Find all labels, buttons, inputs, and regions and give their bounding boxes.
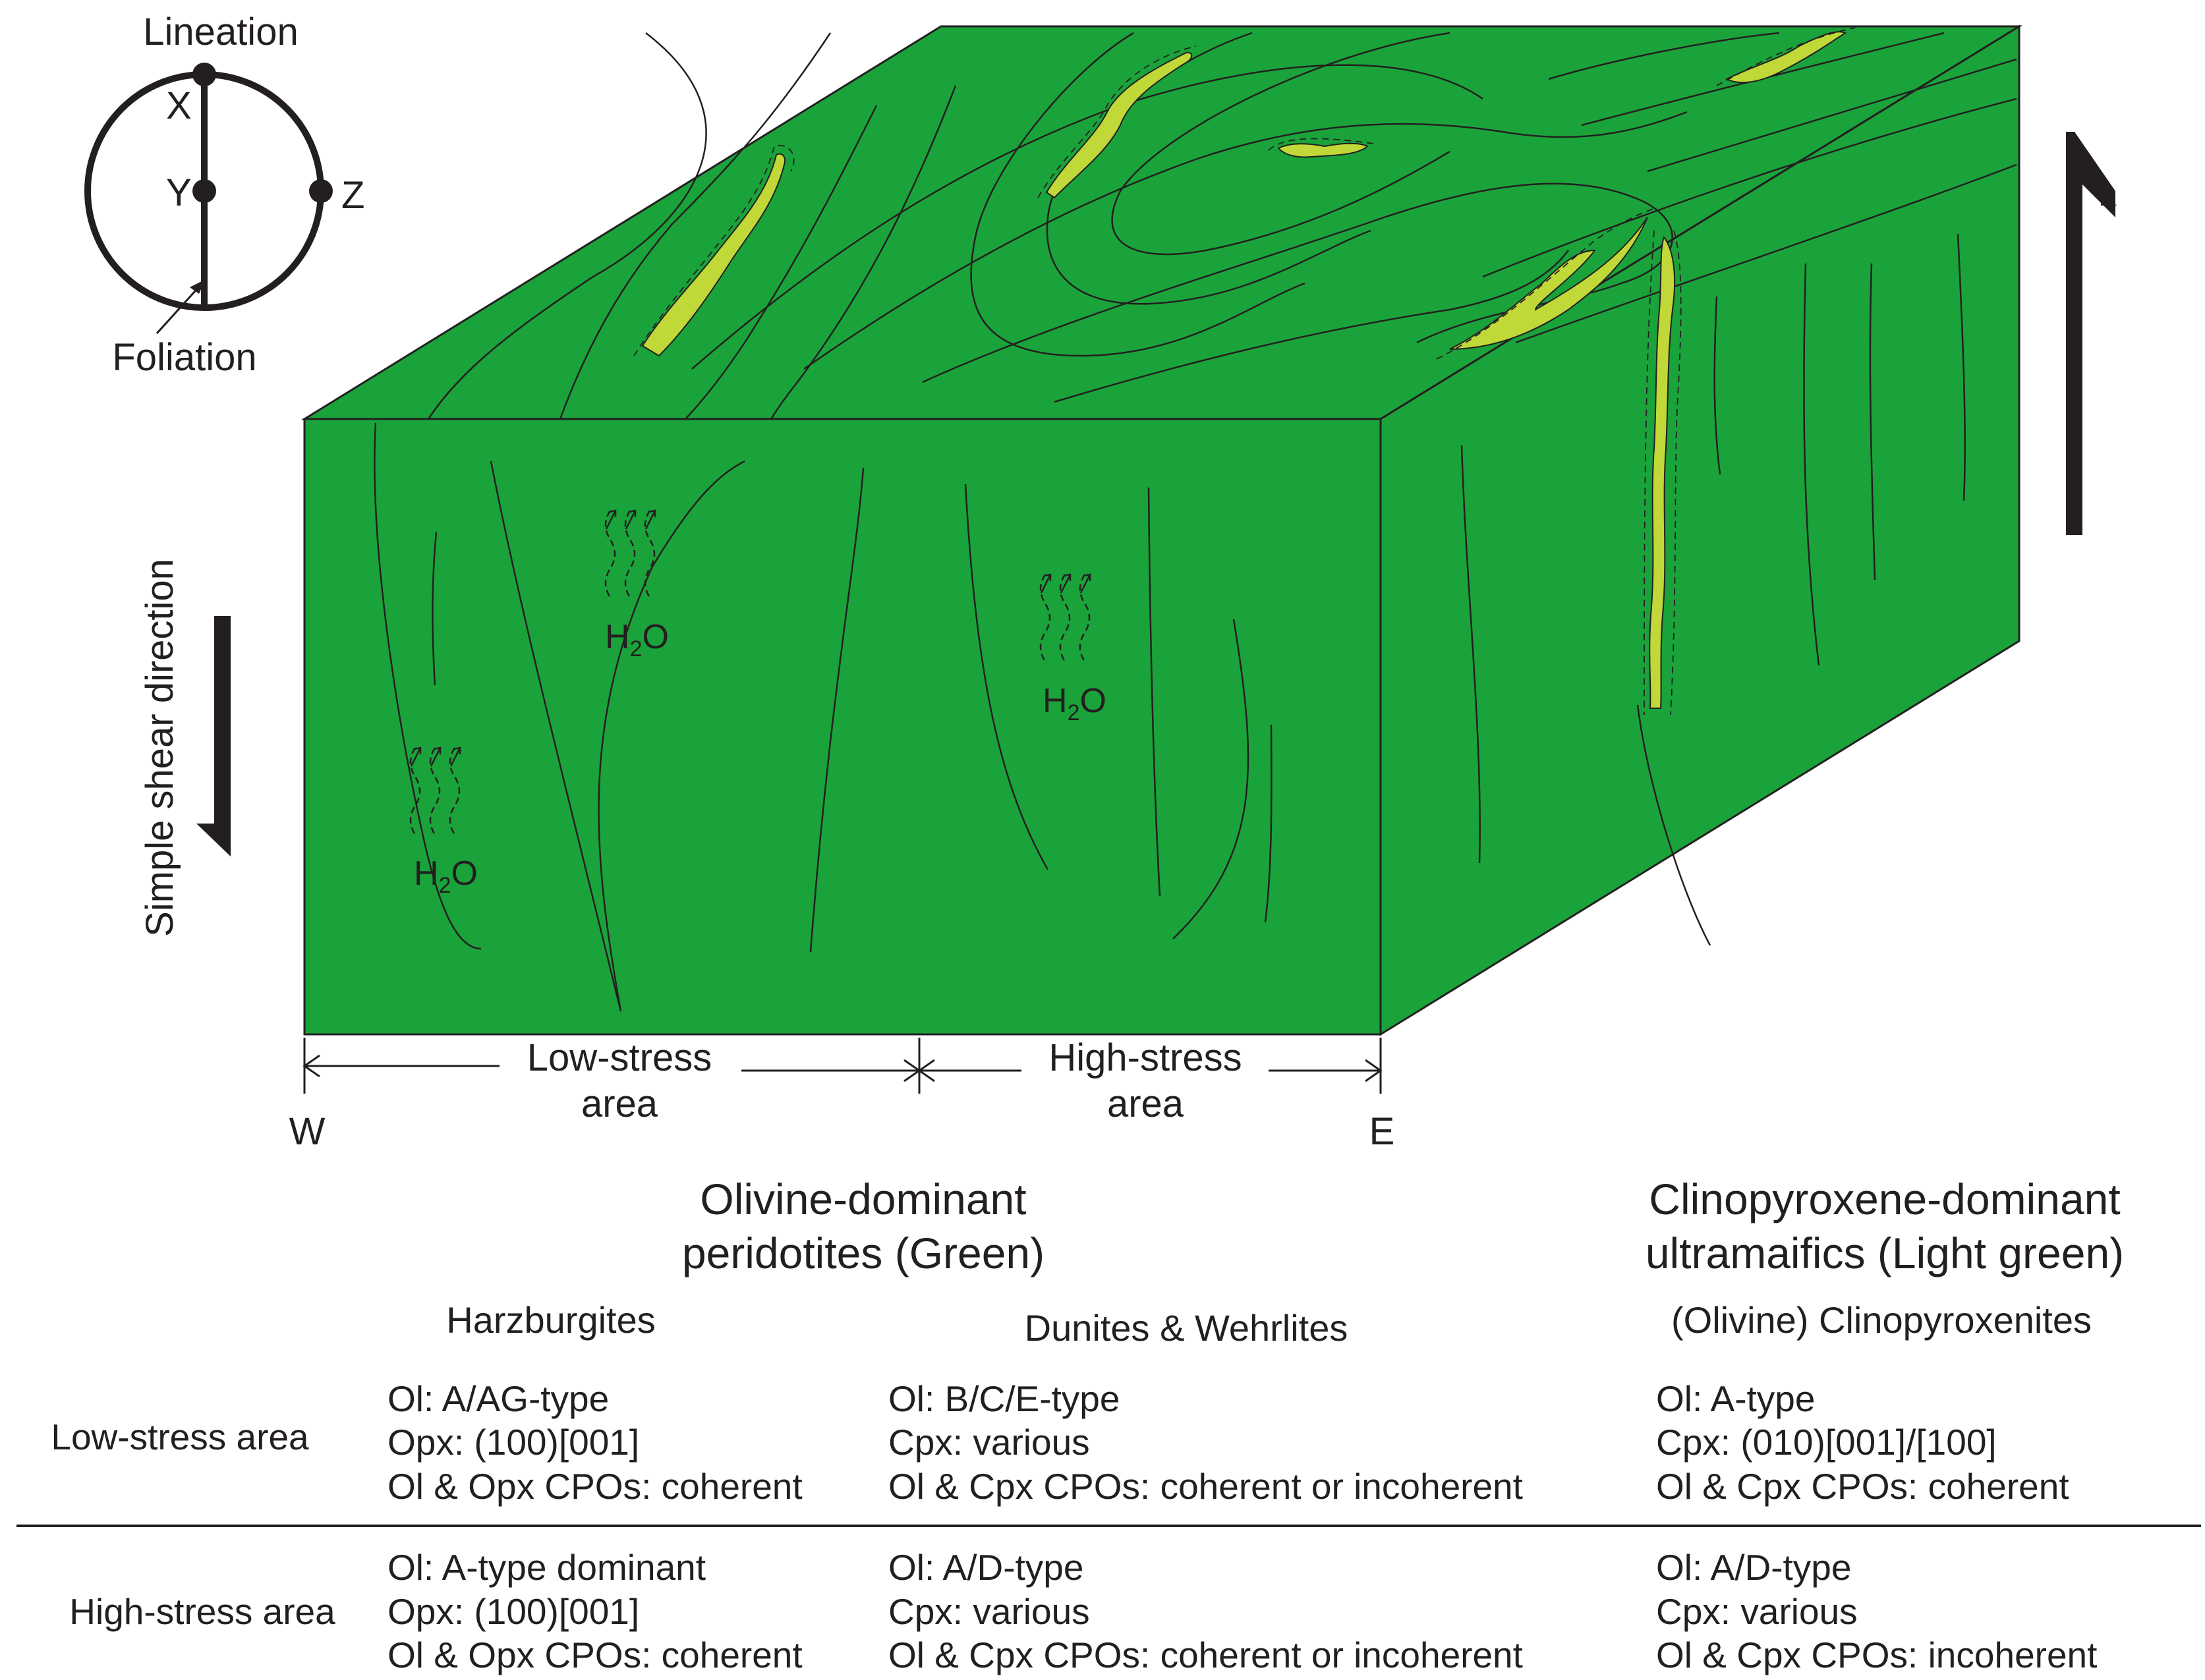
lens-halos	[633, 27, 1856, 715]
y-axis-dot	[192, 179, 216, 203]
water-h: H	[414, 854, 439, 893]
table-cell: Ol: A-type	[1656, 1378, 1815, 1419]
side-face-foliation-lines	[1460, 233, 1966, 946]
olivine-dominant-heading-line2: peridotites (Green)	[682, 1229, 1045, 1277]
low-stress-label-line1: Low-stress	[527, 1036, 712, 1079]
cpx-lens-1	[641, 153, 786, 357]
strain-axes-inset: Lineation X Y Z Foliation	[84, 11, 364, 379]
water-path-a	[604, 510, 616, 598]
water-symbol-1	[604, 509, 656, 598]
cpx-lens-5	[1725, 31, 1847, 84]
water-o: O	[642, 618, 668, 656]
water-label-2: H2O	[1043, 682, 1106, 725]
water-label-3: H2O	[414, 854, 478, 898]
lineation-label: Lineation	[143, 11, 298, 53]
water-h: H	[1043, 682, 1068, 720]
low-stress-arrow-left	[302, 1054, 320, 1078]
table-cell: Cpx: various	[888, 1422, 1090, 1463]
water-symbol-2	[1039, 573, 1091, 662]
water-path-c	[1079, 574, 1091, 662]
z-axis-dot	[309, 179, 333, 203]
water-path-a	[1039, 574, 1051, 662]
water-label-1: H2O	[605, 618, 669, 661]
water-arrows	[1040, 573, 1091, 594]
water-path-b	[1059, 574, 1071, 662]
cpx-lens-2	[1045, 51, 1193, 199]
foliation-label: Foliation	[112, 336, 256, 379]
cpx-dominant-heading-line2: ultramaifics (Light green)	[1646, 1229, 2124, 1277]
front-face-foliation-lines	[374, 422, 1273, 1012]
table-cell: Ol & Opx CPOs: coherent	[387, 1635, 803, 1675]
table-cell: Cpx: (010)[001]/[100]	[1656, 1422, 1997, 1463]
row-label-high-stress: High-stress area	[69, 1591, 335, 1632]
cpx-lens-3	[1277, 142, 1369, 158]
block-front-face	[303, 418, 1382, 1036]
shear-arrow-down	[196, 616, 231, 856]
row-label-low-stress: Low-stress area	[51, 1416, 309, 1457]
water-path-c	[449, 747, 461, 835]
water-path-a	[409, 747, 421, 835]
table-cell: Opx: (100)[001]	[387, 1422, 639, 1463]
high-stress-arrow-left	[917, 1059, 935, 1082]
table-cell: Ol & Cpx CPOs: coherent or incoherent	[888, 1635, 1523, 1675]
shear-direction-label: Simple shear direction	[138, 559, 181, 937]
table-cell: Cpx: various	[1656, 1591, 1858, 1632]
water-arrows	[410, 746, 461, 767]
table-cell: Cpx: various	[888, 1591, 1090, 1632]
x-axis-label: X	[166, 84, 192, 127]
cpo-table: Harzburgites Dunites & Wehrlites (Olivin…	[16, 1299, 2201, 1675]
low-stress-label-line2: area	[581, 1082, 658, 1125]
table-cell: Ol & Cpx CPOs: incoherent	[1656, 1635, 2097, 1675]
water-2: 2	[439, 873, 451, 898]
cpx-lens-4	[1449, 217, 1648, 350]
olivine-dominant-heading-line1: Olivine-dominant	[700, 1175, 1026, 1223]
cpx-vein	[1649, 235, 1676, 709]
table-cell: Ol & Cpx CPOs: coherent	[1656, 1466, 2069, 1507]
water-symbol-3	[409, 746, 461, 835]
clinopyroxenite-lenses	[641, 31, 1847, 709]
table-cell: Ol: A/D-type	[1656, 1547, 1851, 1588]
table-cell: Ol: A-type dominant	[387, 1547, 706, 1588]
high-stress-arrow-right	[1365, 1059, 1383, 1082]
block-diagram	[301, 24, 2023, 1036]
high-stress-label-line1: High-stress	[1048, 1036, 1242, 1079]
foliation-pointer-line	[156, 283, 202, 335]
water-2: 2	[630, 636, 643, 661]
table-cell: Ol & Opx CPOs: coherent	[387, 1466, 803, 1507]
column-header-clinopyroxenites: (Olivine) Clinopyroxenites	[1671, 1299, 2092, 1341]
east-label: E	[1369, 1110, 1395, 1153]
water-path-b	[429, 747, 441, 835]
water-h: H	[605, 618, 630, 656]
shear-arrow-up-hook	[2066, 132, 2115, 535]
table-cell: Ol: A/AG-type	[387, 1378, 609, 1419]
y-axis-label: Y	[166, 171, 192, 214]
table-cell: Opx: (100)[001]	[387, 1591, 639, 1632]
table-cell: Ol & Cpx CPOs: coherent or incoherent	[888, 1466, 1523, 1507]
cpx-dominant-heading-line1: Clinopyroxene-dominant	[1649, 1175, 2120, 1223]
water-o: O	[1079, 682, 1106, 720]
west-label: W	[289, 1110, 326, 1153]
high-stress-label-line2: area	[1107, 1082, 1184, 1125]
water-o: O	[451, 854, 477, 893]
table-cell: Ol: A/D-type	[888, 1547, 1083, 1588]
column-header-harzburgites: Harzburgites	[446, 1299, 655, 1341]
z-axis-label: Z	[341, 174, 364, 217]
stress-area-scale	[302, 1038, 1383, 1094]
water-arrows	[605, 509, 656, 530]
lineation-dot	[192, 63, 216, 86]
foliation-pointer-arrowhead	[190, 279, 206, 294]
water-path-c	[644, 510, 656, 598]
water-path-b	[624, 510, 636, 598]
column-header-dunites-wehrlites: Dunites & Wehrlites	[1025, 1307, 1348, 1349]
water-2: 2	[1068, 700, 1080, 725]
table-cell: Ol: B/C/E-type	[888, 1378, 1120, 1419]
